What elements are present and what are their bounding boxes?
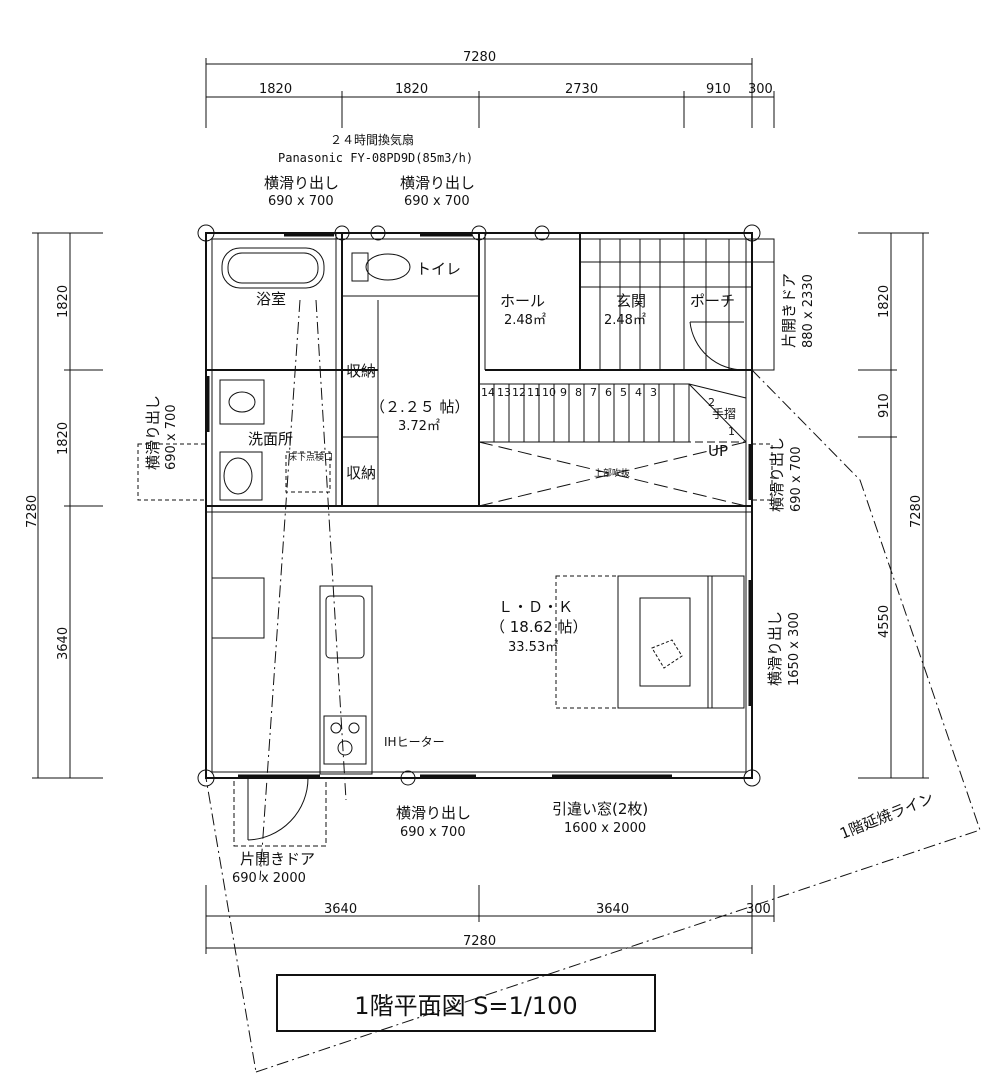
room-hall-area: 2.48㎡: [504, 313, 546, 328]
dim-left-seg-3: 3640: [56, 626, 71, 660]
room-hall-name: ホール: [500, 292, 546, 310]
dim-bottom-seg-1: 3640: [324, 902, 358, 917]
stair-up-label: UP: [708, 442, 729, 460]
dim-bottom-total: 7280: [463, 934, 497, 949]
window-top-left-name: 横滑り出し: [264, 174, 340, 192]
stair-step-13: 13: [497, 386, 511, 399]
room-lavatory-tatami: （２.２５ 帖）: [370, 398, 470, 416]
window-right-upper-name: 横滑り出し: [768, 436, 786, 512]
stair-step-12: 12: [512, 386, 526, 399]
storage-mid: 収納: [346, 464, 377, 482]
room-lavatory-name: 洗面所: [248, 430, 294, 448]
stair-step-10: 10: [542, 386, 556, 399]
fan-label: ２４時間換気扇: [330, 133, 415, 147]
stair-step-7: 7: [590, 386, 597, 399]
dim-bottom-seg-2: 3640: [596, 902, 630, 917]
drawing-title: 1階平面図 S=1/100: [276, 974, 656, 1032]
room-porch: ポーチ: [690, 292, 736, 310]
dim-right-total: 7280: [909, 494, 924, 528]
dim-left-seg-2: 1820: [56, 421, 71, 455]
entrance-door-size: 880 x 2330: [801, 274, 816, 348]
dim-bottom-seg-3: 300: [746, 902, 771, 917]
fan-model: Panasonic FY-08PD9D(85m3/h): [278, 151, 474, 165]
window-top-mid-size: 690 x 700: [404, 194, 470, 209]
window-right-lower-size: 1650 x 300: [787, 612, 802, 686]
room-bath: 浴室: [256, 290, 287, 308]
window-left-name: 横滑り出し: [144, 394, 162, 470]
void-label: 上部吹抜: [594, 469, 631, 479]
window-bottom-mid-size: 690 x 700: [400, 825, 466, 840]
dim-top-seg-3: 2730: [565, 82, 599, 97]
window-left-size: 690 x 700: [164, 404, 179, 470]
window-top-mid-name: 横滑り出し: [400, 174, 476, 192]
dim-right-seg-3: 4550: [877, 604, 892, 638]
stair-step-14: 14: [481, 386, 495, 399]
dim-right-seg-2: 910: [877, 393, 892, 418]
entrance-door-name: 片開きドア: [780, 272, 798, 348]
back-door-name: 片開きドア: [240, 850, 316, 868]
window-right-lower-name: 横滑り出し: [766, 610, 784, 686]
room-entry-name: 玄関: [616, 292, 647, 310]
stair-step-3: 3: [650, 386, 657, 399]
window-right-upper-size: 690 x 700: [789, 446, 804, 512]
dim-right-seg-1: 1820: [877, 284, 892, 318]
stair-step-6: 6: [605, 386, 612, 399]
room-ldk-tatami: （ 18.62 帖）: [490, 618, 588, 636]
inspection-hatch-label: 床下点検口: [288, 453, 334, 463]
room-lavatory-area: 3.72㎡: [398, 419, 440, 434]
stair-step-2: 2: [708, 396, 715, 409]
ih-heater-label: IHヒーター: [384, 735, 445, 749]
window-top-left-size: 690 x 700: [268, 194, 334, 209]
dim-top-seg-1: 1820: [259, 82, 293, 97]
dim-left-seg-1: 1820: [56, 284, 71, 318]
back-door-size: 690 x 2000: [232, 871, 306, 886]
dim-top-seg-5: 300: [748, 82, 773, 97]
room-entry-area: 2.48㎡: [604, 313, 646, 328]
room-ldk-area: 33.53㎡: [508, 640, 559, 655]
stair-step-11: 11: [527, 386, 541, 399]
window-bottom-right-size: 1600 x 2000: [564, 821, 647, 836]
stair-step-5: 5: [620, 386, 627, 399]
stair-step-9: 9: [560, 386, 567, 399]
window-bottom-mid-name: 横滑り出し: [396, 804, 472, 822]
dim-top-seg-4: 910: [706, 82, 731, 97]
dim-top-total: 7280: [463, 50, 497, 65]
dim-left-total: 7280: [25, 494, 40, 528]
dim-top-seg-2: 1820: [395, 82, 429, 97]
stair-step-1: 1: [728, 425, 735, 438]
storage-top: 収納: [346, 362, 377, 380]
stair-step-4: 4: [635, 386, 642, 399]
window-bottom-right-name: 引違い窓(2枚): [552, 800, 649, 818]
room-toilet: トイレ: [416, 260, 462, 278]
stair-step-8: 8: [575, 386, 582, 399]
room-ldk-name: Ｌ・Ｄ・Ｋ: [498, 598, 574, 616]
handrail-label: 手摺: [712, 407, 737, 421]
